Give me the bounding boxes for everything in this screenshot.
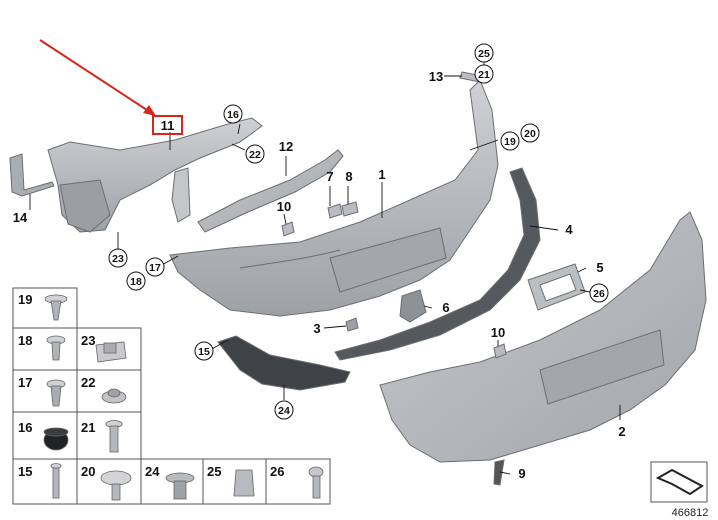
callout-circle-24: 24	[274, 400, 294, 420]
callout-6: 6	[442, 300, 449, 315]
callout-circle-17: 17	[145, 257, 165, 277]
callout-circle-26: 26	[589, 283, 609, 303]
push-clip-icon-19	[44, 294, 68, 321]
cap-part-6	[399, 289, 427, 323]
callout-7: 7	[326, 169, 333, 184]
grid-label-17: 17	[18, 375, 32, 390]
mounting-strip-part-12	[197, 149, 344, 233]
svg-text:19: 19	[504, 136, 516, 148]
callout-9: 9	[518, 466, 525, 481]
grid-label-24: 24	[145, 464, 160, 479]
fastener-icons	[43, 294, 324, 501]
nut-icon-22	[101, 388, 127, 404]
callout-5: 5	[596, 260, 603, 275]
svg-text:17: 17	[149, 262, 161, 274]
callout-2: 2	[618, 424, 625, 439]
svg-text:21: 21	[478, 69, 490, 81]
grid-label-20: 20	[81, 464, 95, 479]
svg-text:18: 18	[130, 276, 142, 288]
grid-label-26: 26	[270, 464, 284, 479]
grid-label-15: 15	[18, 464, 32, 479]
callout-10b: 10	[491, 325, 505, 340]
svg-text:26: 26	[593, 288, 605, 300]
clip-nut-icon-23	[95, 341, 127, 363]
callout-circle-23: 23	[108, 248, 128, 268]
grid-label-18: 18	[18, 333, 32, 348]
callout-circle-16: 16	[223, 104, 243, 124]
svg-text:24: 24	[278, 405, 290, 417]
bumper-cover-part-1	[169, 79, 499, 317]
bolt-icon-26	[308, 466, 324, 499]
svg-text:15: 15	[198, 346, 210, 358]
callout-13: 13	[429, 69, 443, 84]
push-rivet-icon-20	[100, 470, 132, 501]
grommet-icon-16	[43, 427, 69, 451]
expanding-nut-icon-24	[165, 472, 195, 500]
grid-label-25: 25	[207, 464, 221, 479]
svg-text:22: 22	[249, 149, 261, 161]
callout-10a: 10	[277, 199, 291, 214]
callout-14: 14	[13, 210, 28, 225]
pin-icon-15	[50, 463, 62, 499]
svg-text:23: 23	[112, 253, 124, 265]
callout-11: 11	[161, 118, 175, 133]
box-arrow-icon	[650, 461, 708, 503]
clip-icon-25	[233, 469, 255, 497]
callout-3: 3	[313, 321, 320, 336]
front-carrier-part-11	[9, 117, 263, 233]
bumper-cover-part-2	[379, 211, 707, 463]
callout-4: 4	[565, 222, 573, 237]
grid-label-19: 19	[18, 292, 32, 307]
callout-circle-19: 19	[500, 131, 520, 151]
callout-circle-22: 22	[245, 144, 265, 164]
callout-circle-18: 18	[126, 271, 146, 291]
fastener-grid-labels: 19 18 23 17 22 16 21 15 20 24 25 26	[18, 292, 284, 479]
callout-1: 1	[378, 167, 385, 182]
svg-text:25: 25	[478, 48, 490, 60]
callout-8: 8	[345, 169, 352, 184]
lower-trim-part-24	[217, 335, 351, 391]
callout-circle-15: 15	[194, 341, 214, 361]
callout-circle-20: 20	[520, 123, 540, 143]
grid-label-21: 21	[81, 420, 95, 435]
lower-panel-part-4	[334, 167, 541, 361]
expanding-rivet-icon-17	[46, 379, 66, 407]
svg-text:20: 20	[524, 128, 536, 140]
plate-part-5	[527, 263, 586, 311]
reference-number: 466812	[672, 507, 709, 519]
part-numbers: 11 12 13 14 1 7 8 10 4 5 6 3 10 2 9	[13, 69, 626, 481]
circled-callouts: 16 22 25 21 19 20 26 23 17 18 15 24	[108, 43, 609, 420]
screw-icon-21	[105, 420, 123, 453]
small-parts	[281, 71, 507, 486]
grid-label-23: 23	[81, 333, 95, 348]
push-clip-icon-18	[46, 335, 66, 361]
red-arrow-icon	[39, 39, 156, 116]
fastener-grid	[12, 287, 331, 505]
grid-label-22: 22	[81, 375, 95, 390]
svg-text:16: 16	[227, 109, 239, 121]
callout-12: 12	[279, 139, 293, 154]
highlight-box	[152, 115, 183, 135]
callout-circle-21: 21	[474, 64, 494, 84]
grid-label-16: 16	[18, 420, 32, 435]
callout-circle-25: 25	[474, 43, 494, 63]
